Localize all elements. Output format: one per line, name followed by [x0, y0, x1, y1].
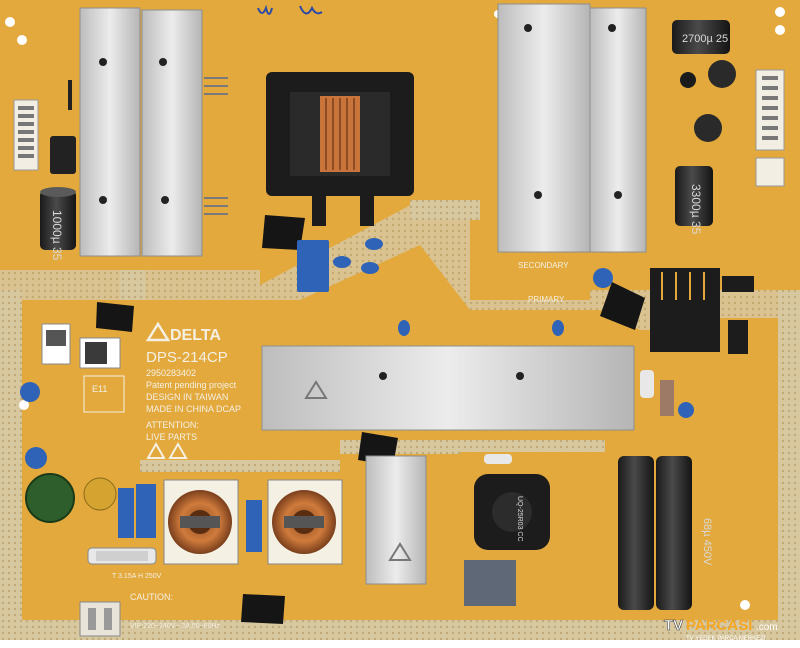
- part-number: 2950283402: [146, 368, 196, 378]
- watermark: TV PARCASI .com TV YEDEK PARÇA MERKEZİ: [664, 617, 778, 642]
- bulk-capacitor-2: 68µ 450V: [656, 456, 713, 610]
- box-capacitor-3: [136, 484, 156, 538]
- fuse: T 3.15A H 250V: [87, 547, 162, 580]
- patent-line: Patent pending project: [146, 380, 237, 390]
- ac-input-connector: [79, 601, 121, 637]
- capacitor-top-label: 2700µ 25: [682, 33, 728, 45]
- common-mode-choke-2: [267, 479, 343, 565]
- capacitor-right-label: 3300µ 35: [689, 184, 703, 235]
- ul-mark: E11: [83, 375, 125, 413]
- heatsink-left: [79, 7, 228, 257]
- pfc-coil: UQ-25R03 CC: [474, 474, 550, 550]
- box-capacitor-1: [297, 240, 329, 292]
- warning-icon: [146, 441, 188, 459]
- resistor-3: [660, 380, 674, 416]
- watermark-suffix: .com: [756, 622, 778, 633]
- delta-logo: DELTA: [145, 321, 221, 344]
- capacitor-small-1: [708, 60, 736, 88]
- small-connector: [722, 276, 754, 292]
- secondary-label: SECONDARY: [518, 261, 569, 270]
- resistor-2: [640, 370, 654, 398]
- capacitor-small-3: [680, 72, 696, 88]
- ul-code: E11: [92, 384, 107, 394]
- fuse-rating: T 3.15A H 250V: [112, 573, 162, 580]
- ink-marks: [257, 4, 323, 15]
- heatsink-right: [497, 3, 647, 253]
- resistor-1: [484, 454, 512, 464]
- watermark-right: PARCASI: [686, 617, 752, 634]
- capacitor-top-right: 2700µ 25: [672, 20, 730, 54]
- box-capacitor-4: [246, 500, 262, 552]
- heatsink-small: [365, 455, 427, 585]
- label-stickers: [41, 323, 121, 369]
- varistor: [25, 473, 75, 523]
- box-capacitor-2: [118, 488, 134, 538]
- live-parts-label: LIVE PARTS: [146, 432, 197, 442]
- brand-label: DELTA: [170, 327, 221, 344]
- common-mode-choke-1: [163, 479, 239, 565]
- made-line: MADE IN CHINA DCAP: [146, 404, 241, 414]
- capacitor-left-label: 1000µ 35: [50, 210, 64, 261]
- capacitor-right: 3300µ 35: [675, 166, 713, 235]
- design-line: DESIGN IN TAIWAN: [146, 392, 228, 402]
- input-rating: VIP:220~240V~ 2A,50~60Hz: [130, 623, 221, 630]
- watermark-left: TV: [664, 617, 683, 634]
- model-label: DPS-214CP: [146, 349, 228, 366]
- attention-label: ATTENTION:: [146, 420, 199, 430]
- rubber-pads: [96, 215, 645, 624]
- coil-label: UQ-25R03 CC: [516, 496, 523, 542]
- ntc-thermistor: [83, 477, 117, 511]
- heatsink-center: [261, 345, 635, 431]
- small-transformer: [464, 560, 516, 606]
- transistor-left: [50, 136, 76, 174]
- connector-right: [755, 69, 785, 187]
- primary-label: PRIMARY: [528, 295, 565, 304]
- isolation-zones: [0, 200, 800, 640]
- watermark-tagline: TV YEDEK PARÇA MERKEZİ: [686, 635, 766, 642]
- capacitor-small-2: [694, 114, 722, 142]
- pfc-transformer: [650, 268, 720, 352]
- caution-title: CAUTION:: [130, 592, 173, 602]
- bulk-cap-2-label: 68µ 450V: [701, 518, 713, 566]
- connector-left: [13, 99, 39, 171]
- ceramic-capacitors: [20, 238, 694, 469]
- capacitor-left: 1000µ 35: [40, 187, 76, 261]
- main-transformer: [266, 72, 414, 226]
- small-ic: [728, 320, 748, 354]
